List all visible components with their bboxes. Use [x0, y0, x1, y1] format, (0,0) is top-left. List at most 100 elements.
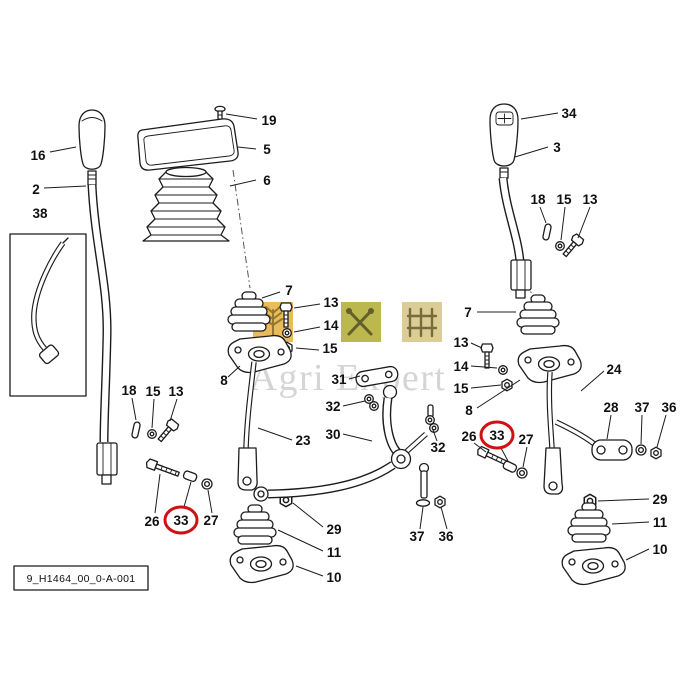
- highlight-circle-33-right: [479, 420, 515, 450]
- part-33-spacer-right: [501, 459, 519, 474]
- callout-15-left: 15: [322, 341, 338, 356]
- callout-6: 6: [263, 173, 271, 188]
- callout-38: 38: [32, 206, 48, 221]
- callout-31: 31: [331, 372, 347, 387]
- callout-15-right: 15: [453, 381, 469, 396]
- callout-11-right: 11: [653, 515, 668, 530]
- callout-15-right-small: 15: [556, 192, 572, 207]
- part-36-nut-middle: [434, 495, 446, 509]
- part-27-ring-right: [516, 467, 528, 479]
- callout-3: 3: [553, 140, 561, 155]
- callout-2: 2: [32, 182, 40, 197]
- callout-23: 23: [295, 433, 311, 448]
- callout-10-left: 10: [326, 570, 341, 585]
- callout-36-right: 36: [661, 400, 677, 415]
- callout-13-left: 13: [323, 295, 339, 310]
- part-2-gear-lever: [87, 184, 118, 485]
- callout-7-right: 7: [464, 305, 472, 320]
- callout-29-right: 29: [652, 492, 667, 507]
- highlight-circles: [163, 420, 515, 535]
- part-30-relay-lever: [253, 384, 428, 502]
- part-23-shift-finger: [237, 361, 258, 491]
- part-32-washer-a2: [369, 401, 379, 411]
- part-3-gear-lever-right: [498, 177, 532, 299]
- callout-7-left: 7: [285, 283, 293, 298]
- part-32-washer-stack-right: [425, 404, 439, 433]
- part-10-flange-right: [561, 546, 626, 586]
- callout-14-left: 14: [323, 318, 339, 333]
- part-18-pin-left: [130, 420, 142, 440]
- gate-icon: [406, 307, 438, 338]
- part-27-ring-left: [201, 478, 213, 490]
- drawing-number-box: 9_H1464_00_0-A-001: [13, 565, 149, 591]
- part-26-bolt-left: [144, 457, 181, 480]
- watermark-logo-square-gate: [402, 302, 442, 342]
- callout-18-right: 18: [530, 192, 546, 207]
- callout-16: 16: [30, 148, 46, 163]
- callouts: 16 2 38 19 5 6 7 13 14 15 8 23 18 15 13 …: [30, 106, 677, 585]
- callout-32-left: 32: [325, 399, 340, 414]
- callout-36-middle: 36: [438, 529, 454, 544]
- callout-5: 5: [263, 142, 271, 157]
- callout-19: 19: [261, 113, 276, 128]
- part-6-bellows-boot: [142, 166, 230, 242]
- part-15-washer-left-small: [147, 429, 157, 439]
- callout-37-right: 37: [634, 400, 649, 415]
- callout-13-left-small: 13: [168, 384, 184, 399]
- callout-27-right: 27: [518, 432, 533, 447]
- callout-18-left: 18: [121, 383, 137, 398]
- crossed-tools-icon: [346, 308, 374, 336]
- part-34-gear-knob-right: [489, 103, 519, 179]
- part-19-screw: [214, 105, 226, 125]
- callout-11-left: 11: [327, 545, 342, 560]
- callout-27-left: 27: [203, 513, 218, 528]
- callout-33-left: 33: [173, 513, 189, 528]
- part-11-boot-left: [233, 504, 277, 545]
- part-36-nut-right: [650, 446, 662, 460]
- part-37-36-stud-group: [415, 462, 446, 509]
- part-13-bolt-right: [480, 343, 494, 369]
- part-18-pin-right: [541, 222, 553, 242]
- drawing-number: 9_H1464_00_0-A-001: [27, 573, 136, 585]
- callout-33-right: 33: [489, 428, 505, 443]
- callout-13-right: 13: [453, 335, 469, 350]
- highlight-circle-33-left: [163, 505, 199, 535]
- callout-14-right: 14: [453, 359, 469, 374]
- callout-8-left: 8: [220, 373, 228, 388]
- part-16-gear-knob: [78, 109, 106, 186]
- cable-end-sleeve: [38, 344, 60, 365]
- leader-lines: [43, 112, 667, 577]
- shift-pattern-icon: [495, 111, 514, 126]
- part-28-link-bracket: [591, 439, 633, 461]
- callout-26-right: 26: [461, 429, 477, 444]
- callout-26-left: 26: [144, 514, 160, 529]
- part-33-spacer-left: [181, 469, 199, 483]
- part-15-washer-right-small: [555, 241, 565, 251]
- callout-32-right: 32: [430, 440, 445, 455]
- part-10-flange-left: [229, 544, 294, 584]
- part-14-washer-left: [282, 328, 292, 338]
- part-37-washer-right: [635, 444, 647, 456]
- part-13-bolt-left-small: [154, 417, 181, 445]
- part-37-washer-middle: [415, 499, 431, 507]
- callout-30: 30: [325, 427, 340, 442]
- callout-34: 34: [561, 106, 577, 121]
- callout-24: 24: [606, 362, 622, 377]
- callout-13-right-small: 13: [582, 192, 598, 207]
- callout-10-right: 10: [652, 542, 667, 557]
- part-31-link: [355, 365, 399, 388]
- part-11-boot-right: [567, 502, 611, 543]
- callout-29-left: 29: [326, 522, 341, 537]
- part-5-cover-plate: [137, 118, 239, 171]
- callout-15-left-small: 15: [145, 384, 161, 399]
- part-7-boot-right: [516, 294, 560, 335]
- callout-8-right: 8: [465, 403, 473, 418]
- callout-28: 28: [603, 400, 619, 415]
- part-14-washer-right: [498, 365, 508, 375]
- watermark-logo-square-tools: [341, 302, 381, 342]
- part-38-cable-box: [9, 233, 87, 397]
- axis-lines: [232, 169, 536, 298]
- callout-37-middle: 37: [409, 529, 424, 544]
